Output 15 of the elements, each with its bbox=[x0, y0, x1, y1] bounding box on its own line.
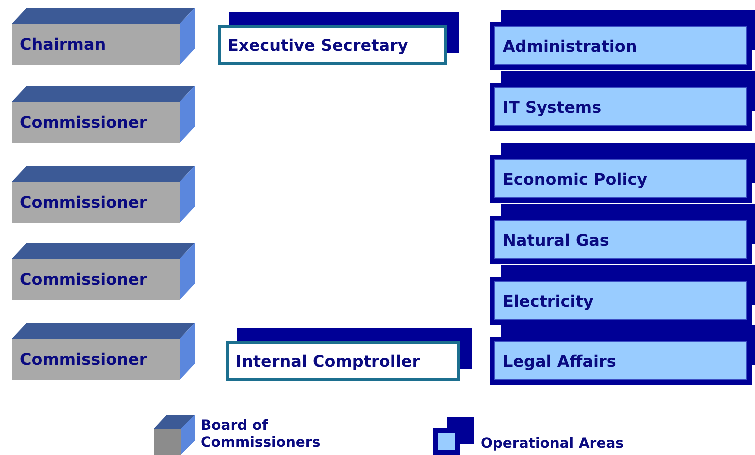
legend-label: Board of Commissioners bbox=[201, 418, 322, 452]
unit-label: Administration bbox=[502, 36, 638, 56]
legend-label: Operational Areas bbox=[481, 436, 625, 453]
unit-label: Commissioner bbox=[19, 193, 148, 212]
unit-label: Commissioner bbox=[19, 350, 148, 369]
unit-label: IT Systems bbox=[502, 98, 602, 116]
unit-label: Commissioner bbox=[19, 270, 148, 289]
unit-label: Economic Policy bbox=[502, 170, 648, 188]
unit-label: Internal Comptroller bbox=[235, 352, 420, 370]
unit-label: Legal Affairs bbox=[502, 352, 616, 370]
unit-label: Executive Secretary bbox=[227, 36, 408, 54]
unit-label: Commissioner bbox=[19, 113, 148, 132]
unit-label: Chairman bbox=[19, 35, 106, 54]
unit-label: Natural Gas bbox=[502, 230, 610, 250]
unit-label: Electricity bbox=[502, 292, 594, 310]
